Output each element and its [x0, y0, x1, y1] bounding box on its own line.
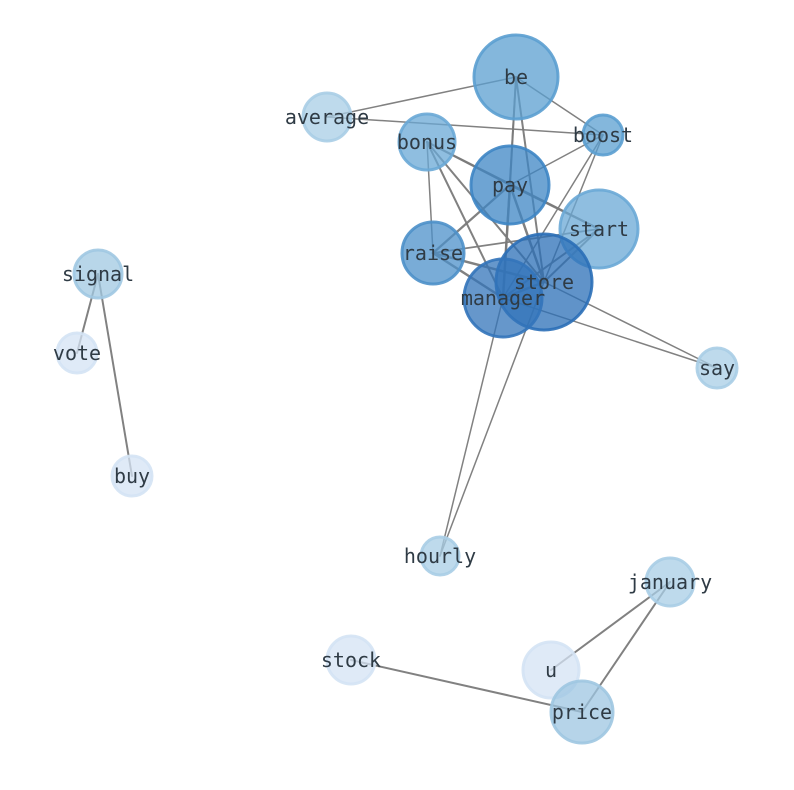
node-label-average: average [285, 105, 369, 129]
node-label-manager: manager [461, 286, 545, 310]
node-boost [581, 113, 625, 157]
label-layer: be average boost bonus pay start raise storeman… [53, 65, 735, 724]
node-stock [325, 634, 377, 686]
node-label-store: store [514, 270, 574, 294]
node-price [549, 679, 615, 745]
node-label-hourly: hourly [404, 544, 476, 568]
node-label-vote: vote [53, 341, 101, 365]
edge-manager-hourly [439, 297, 504, 557]
node-label-stock: stock [321, 648, 381, 672]
node-label-raise: raise [403, 241, 463, 265]
node-label-pay: pay [492, 173, 528, 197]
node-pay [469, 144, 551, 226]
edge-average-boost [326, 116, 604, 136]
edge-stock-price [350, 659, 583, 713]
node-label-u: u [545, 658, 557, 682]
node-vote [55, 331, 99, 375]
edge-layer [76, 76, 718, 713]
node-be [472, 33, 560, 121]
node-label-boost: boost [573, 123, 633, 147]
node-buy [110, 454, 154, 498]
node-january [644, 556, 696, 608]
node-layer [55, 33, 739, 745]
node-label-say: say [699, 356, 735, 380]
node-label-january: january [628, 570, 712, 594]
node-hourly [419, 535, 461, 577]
edge-signal-buy [97, 273, 133, 477]
node-manager [462, 257, 544, 339]
node-label-signal: signal [62, 262, 134, 286]
node-say [695, 346, 739, 390]
node-label-price: price [552, 700, 612, 724]
node-u [521, 640, 581, 700]
node-label-start: start [569, 217, 629, 241]
node-signal [72, 248, 124, 300]
node-bonus [397, 112, 457, 172]
node-raise [400, 220, 466, 286]
node-label-bonus: bonus [397, 130, 457, 154]
node-label-be: be [504, 65, 528, 89]
node-label-buy: buy [114, 464, 150, 488]
node-average [301, 91, 353, 143]
